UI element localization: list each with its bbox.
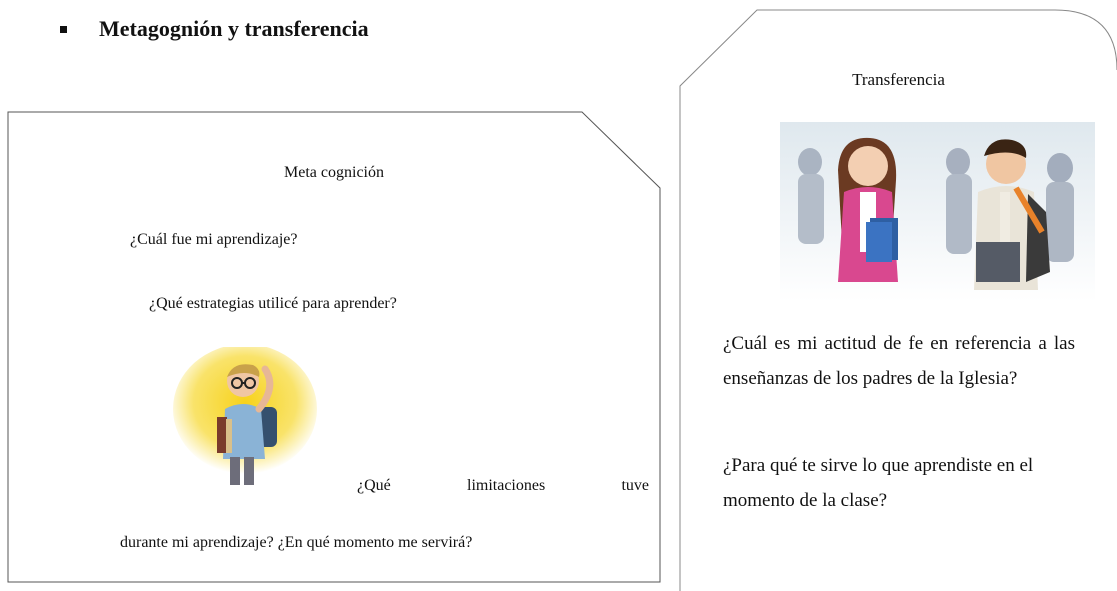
meta-cognition-panel: Meta cognición ¿Cuál fue mi aprendizaje?… <box>8 112 660 582</box>
thinking-student-image <box>173 347 317 485</box>
meta-question-3: ¿Qué limitaciones tuve <box>357 477 649 495</box>
meta-question-3-word: limitaciones <box>467 477 546 494</box>
meta-question-2: ¿Qué estrategias utilicé para aprender? <box>149 295 397 312</box>
meta-question-4: durante mi aprendizaje? ¿En qué momento … <box>120 534 473 551</box>
square-bullet-icon <box>60 25 67 33</box>
section-heading-text: Metagognión y transferencia <box>99 16 369 41</box>
transfer-panel-border <box>679 9 1117 591</box>
meta-question-3-word: ¿Qué <box>357 477 391 494</box>
transfer-title: Transferencia <box>852 70 945 89</box>
transfer-panel: Transferencia ¿Cuál es mi actitud <box>680 10 1117 591</box>
meta-question-1: ¿Cuál fue mi aprendizaje? <box>130 231 298 248</box>
meta-question-3-word: tuve <box>621 477 649 494</box>
transfer-question-1: ¿Cuál es mi actitud de fe en referencia … <box>723 333 1075 389</box>
students-image <box>780 122 1095 302</box>
transfer-question-2: ¿Para qué te sirve lo que aprendiste en … <box>723 455 1034 511</box>
section-heading: Metagognión y transferencia <box>60 16 369 42</box>
meta-cognition-title: Meta cognición <box>284 164 384 181</box>
meta-panel-border <box>7 111 661 583</box>
